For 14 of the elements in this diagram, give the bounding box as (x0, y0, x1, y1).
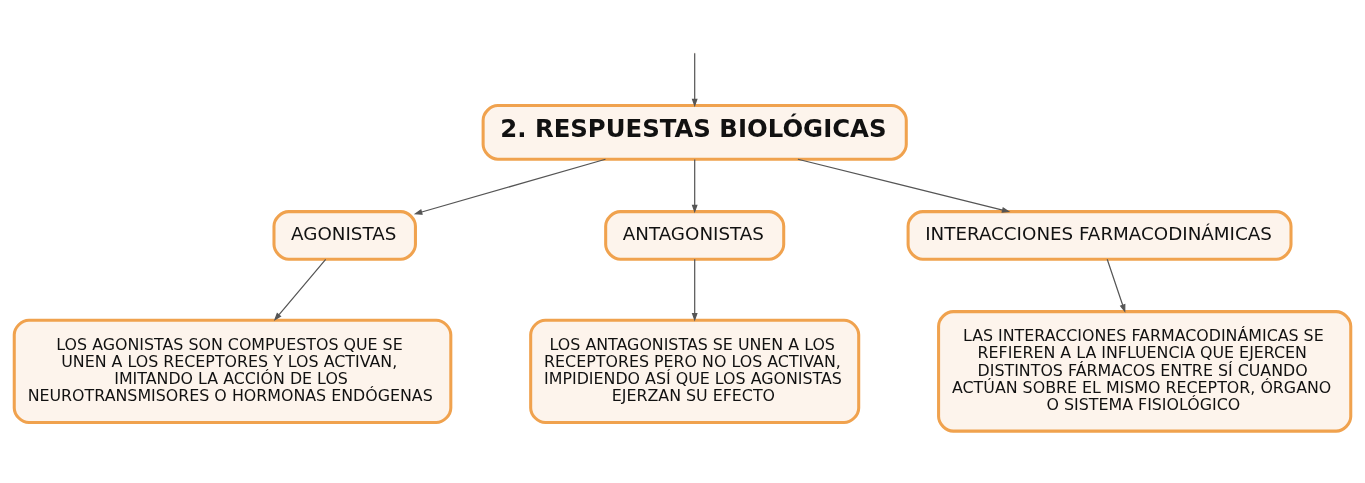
arrow (691, 52, 698, 108)
node-box: LOS ANTAGONISTAS SE UNEN A LOS RECEPTORES PERO NO LOS ACTIVAN, IMPIDIENDO ASÍ QUE LOS AGONISTAS EJERZAN SU EFECTO (529, 318, 861, 425)
arrow (691, 258, 698, 322)
arrow (413, 158, 607, 215)
node-box: INTERACCIONES FARMACODINÁMICAS (906, 210, 1293, 261)
arrow (797, 158, 1011, 213)
arrow (1106, 258, 1126, 313)
node-box: ANTAGONISTAS (604, 210, 786, 261)
arrow (273, 258, 327, 322)
arrow (691, 158, 698, 214)
node-box: LAS INTERACCIONES FARMACODINÁMICAS SE REFIEREN A LA INFLUENCIA QUE EJERCEN DISTINTOS FÁRMACOS ENTRE SÍ CUANDO ACTÚAN SOBRE EL MISMO RECEPTOR, ÓRGANO O SISTEMA FISIOLÓGICO (937, 310, 1353, 433)
node-box: 2. RESPUESTAS BIOLÓGICAS (481, 104, 908, 161)
node-box: LOS AGONISTAS SON COMPUESTOS QUE SE UNEN A LOS RECEPTORES Y LOS ACTIVAN, IMITANDO LA ACCIÓN DE LOS NEUROTRANSMISORES O HORMONAS ENDÓGENAS (12, 318, 453, 425)
node-box: AGONISTAS (272, 210, 417, 261)
